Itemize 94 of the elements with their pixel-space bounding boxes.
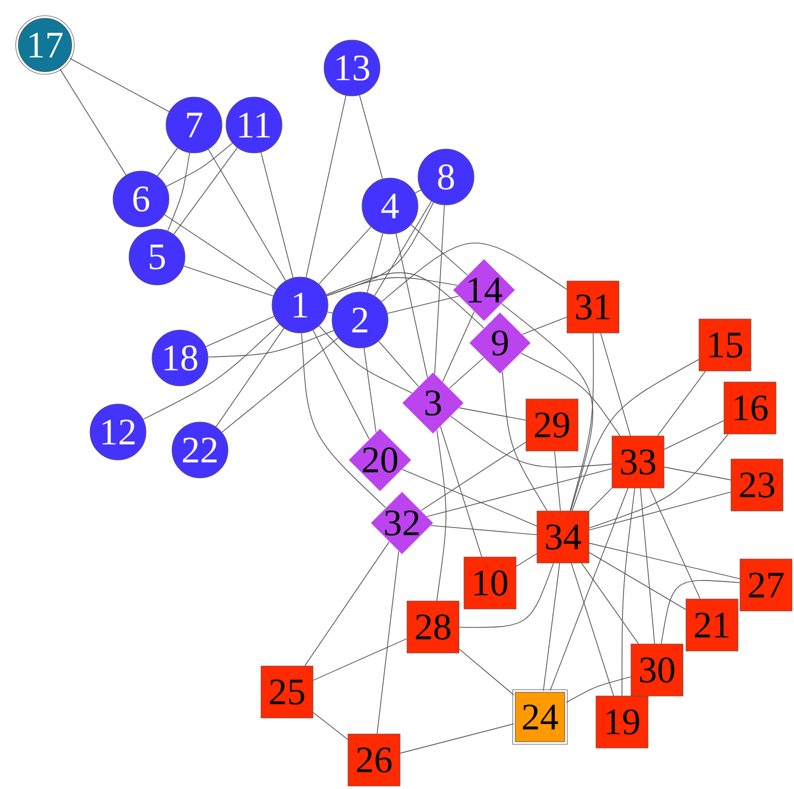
edge-line [312,712,348,740]
node-square: 10 [464,556,516,610]
node-square: 27 [740,558,792,612]
edge-line [326,272,484,328]
edge-line [664,466,732,480]
edge-line [173,147,238,235]
node-square: 28 [406,600,460,654]
edge-line [436,430,446,602]
edge-line [660,580,740,644]
edge-line [650,488,700,600]
edge-line [450,416,612,468]
edge-line [550,488,628,692]
edge-line [157,148,178,176]
edge-line [402,468,538,526]
node-square: 34 [536,510,590,564]
edge-line [327,311,333,314]
node-square: 26 [348,734,400,786]
node-square: 31 [566,280,620,334]
edge-line [640,488,655,644]
edge-line [142,324,280,420]
edge-line [434,204,445,374]
edge-line [400,723,514,754]
node-square: 23 [730,458,784,512]
edge-line [318,325,412,394]
edge-line [501,303,593,512]
edge-line [326,277,458,296]
edge-line [542,562,560,692]
edge-line [359,94,383,180]
edge-line [570,332,594,512]
edge-line [376,550,400,734]
edge-line [216,328,284,428]
edge-line [414,190,422,194]
edge-line [516,553,538,567]
edge-line [167,152,190,232]
node-square: 25 [260,666,314,718]
edge-line [581,562,639,644]
edge-line [387,296,460,314]
edge-line [588,488,612,512]
edge-line [312,638,408,681]
edge-line [600,332,631,436]
edge-line [570,562,614,696]
node-square: 30 [630,644,684,696]
edge-line [364,348,376,433]
edge-line [572,359,700,512]
node-square: 33 [612,436,664,488]
edge-line [588,434,729,528]
edge-line [420,442,526,511]
edge-line [260,152,294,278]
edge-line [664,420,724,450]
edge-line [164,214,277,290]
edge-line [502,371,548,512]
edge-line [440,426,482,558]
edge-line [304,541,390,666]
edge-line [378,340,419,387]
node-square: 15 [698,318,752,372]
edge-line [396,233,428,378]
edge-line [312,330,370,440]
edge-line [318,226,372,284]
edge-line [208,148,286,282]
edge-line [426,468,612,517]
edge-line [588,542,740,580]
edge-line [430,525,538,536]
edge-line [442,311,475,382]
node-square: 24 [512,689,568,745]
edge-line [222,337,338,433]
edge-line [70,58,170,112]
edge-line [520,352,620,436]
edge-line [301,332,386,508]
edge-line [326,202,434,296]
node-square: 16 [724,382,776,434]
node-square: 21 [686,598,738,652]
edge-line [458,562,554,628]
edge-line [657,370,706,436]
edge-line [381,242,568,302]
edge-line [410,224,468,276]
edge-line [622,488,636,696]
edge-line [306,95,346,278]
node-square: 29 [526,398,578,452]
edge-line [566,676,632,703]
edge-line [588,552,686,610]
edge-line [554,450,561,512]
edge-line [522,316,568,335]
edge-line [458,648,514,696]
edge-line [60,68,126,176]
edge-line [458,407,526,421]
edge-line [374,200,432,296]
node-square: 19 [596,696,648,748]
edge-line [183,266,274,296]
edge-line [166,142,233,187]
edge-line [448,357,484,389]
edge-line [205,316,275,347]
edge-line [208,330,334,358]
edge-line [588,492,732,530]
edge-line [366,232,384,294]
